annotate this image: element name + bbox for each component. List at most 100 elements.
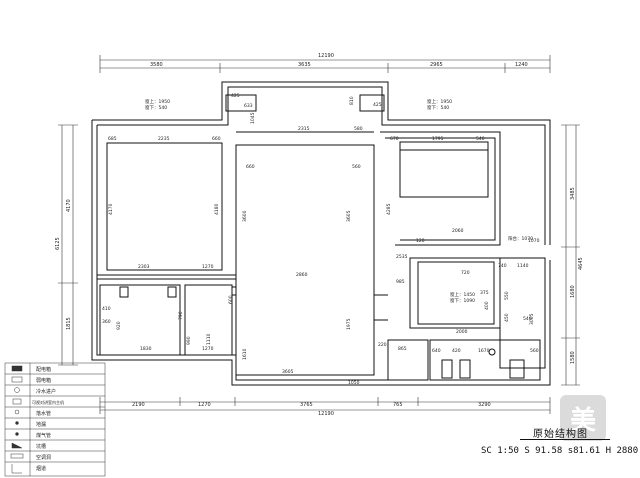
legend-item: 可视对讲室内主机 [32, 399, 64, 405]
walls [91, 81, 551, 386]
bottom-dim: 3765 [300, 402, 313, 408]
legend-item: 空调洞 [36, 454, 51, 461]
inner-dim: 220 [378, 342, 387, 348]
inner-dim: 633 [244, 103, 253, 109]
legend-item: 落水管 [36, 410, 51, 417]
inner-dim: 4285 [386, 203, 392, 215]
inner-dim: 1140 [517, 263, 529, 269]
inner-dim: 985 [396, 279, 405, 285]
legend-item: 配电箱 [36, 366, 51, 373]
inner-dim: 120 [416, 238, 425, 244]
inner-dim: 2000 [456, 329, 468, 335]
inner-dim: 1270 [202, 346, 214, 352]
inner-dim: 1830 [140, 346, 152, 352]
inner-dim: 540 [476, 136, 485, 142]
window-note: 窗下：1090 [450, 297, 475, 304]
overall-bottom-dim: 12190 [318, 411, 334, 417]
inner-dim: 1050 [348, 380, 360, 386]
window-note: 窗下：540 [145, 104, 167, 111]
top-dim: 3580 [150, 62, 163, 68]
inner-dim: 865 [398, 346, 407, 352]
left-dim: 4170 [66, 199, 72, 212]
inner-dim: 2315 [298, 126, 310, 132]
inner-dim: 1610 [242, 348, 248, 360]
inner-dim: 600 [228, 295, 234, 304]
inner-dim: 560 [530, 348, 539, 354]
window-note: 窗上：1950 [145, 98, 170, 105]
inner-dim: 400 [484, 301, 490, 310]
legend-item: 地漏 [36, 421, 46, 428]
right-dimension-chain [561, 124, 580, 386]
bottom-dim: 765 [393, 402, 403, 408]
inner-dim: 920 [116, 321, 122, 330]
inner-dim: 3005 [529, 313, 535, 325]
inner-dim: 2535 [396, 254, 408, 260]
inner-dim: 670 [390, 136, 399, 142]
inner-dim: 360 [102, 319, 111, 325]
inner-dim: 3605 [346, 210, 352, 222]
balcony-note: 阳台：1070 [508, 235, 533, 242]
inner-dim: 560 [352, 164, 361, 170]
inner-dim: 410 [102, 306, 111, 312]
title-underline [520, 439, 610, 440]
scale-info: SC 1:50 S 91.58 s81.61 H 2880 [481, 446, 639, 456]
inner-dim: 420 [452, 348, 461, 354]
inner-dim: 2235 [158, 136, 170, 142]
inner-dim: 375 [480, 290, 489, 296]
inner-dim: 2303 [138, 264, 150, 270]
inner-dim: 550 [504, 291, 510, 300]
right-dim: 4645 [578, 257, 584, 270]
left-dim: 6125 [55, 237, 61, 250]
inner-dim: 660 [212, 136, 221, 142]
window-note: 窗上：1950 [427, 98, 452, 105]
legend-item: 冷水进户 [36, 388, 56, 395]
watermark-logo: 美 [560, 395, 606, 441]
right-dim: 1680 [570, 285, 576, 298]
inner-dim: 1070 [528, 238, 540, 244]
bottom-dim: 1270 [198, 402, 211, 408]
inner-dim: 580 [354, 126, 363, 132]
left-dim: 1815 [66, 317, 72, 330]
inner-dim: 1110 [206, 333, 212, 345]
window-note: 窗下：540 [427, 104, 449, 111]
inner-dim: 4170 [108, 203, 114, 215]
inner-dim: 540 [523, 316, 532, 322]
bottom-dim: 2190 [132, 402, 145, 408]
inner-dim: 425 [373, 102, 382, 108]
right-dim: 1580 [570, 351, 576, 364]
bottom-dimension-chain [99, 397, 551, 414]
inner-dim: 810 [349, 96, 355, 105]
inner-dim: 3600 [242, 210, 248, 222]
legend-item: 煤气管 [36, 432, 51, 439]
window-note: 窗上：1450 [450, 291, 475, 298]
left-dimension-chain [58, 124, 78, 366]
inner-dim: 1975 [346, 318, 352, 330]
inner-dim: 1045 [250, 112, 256, 124]
drawing-title: 原始结构图 [533, 429, 588, 440]
ceiling-height: 2860 [296, 272, 308, 278]
inner-dim: 2060 [452, 228, 464, 234]
inner-dim: 720 [461, 270, 470, 276]
top-dim: 1240 [515, 62, 528, 68]
inner-dim: 790 [178, 311, 184, 320]
legend-table [4, 362, 106, 477]
legend-item: 烟道 [36, 465, 46, 472]
right-dim: 3485 [570, 187, 576, 200]
inner-dim: 990 [186, 336, 192, 345]
interior-dimensions: 425 633 810 1045 2315 580 425 685 2235 6… [102, 93, 540, 386]
inner-dim: 1270 [202, 264, 214, 270]
bottom-dim: 3290 [478, 402, 491, 408]
overall-top-dim: 12190 [318, 53, 334, 59]
inner-dim: 450 [504, 313, 510, 322]
inner-dim: 3605 [282, 369, 294, 375]
top-dimension-chain [99, 55, 551, 73]
top-dim: 3635 [298, 62, 311, 68]
top-dim: 2965 [430, 62, 443, 68]
inner-dim: 1795 [432, 136, 444, 142]
inner-dim: 685 [108, 136, 117, 142]
inner-dim: 425 [231, 93, 240, 99]
inner-dim: 1670 [478, 348, 490, 354]
inner-dim: 4180 [214, 203, 220, 215]
inner-dim: 660 [246, 164, 255, 170]
